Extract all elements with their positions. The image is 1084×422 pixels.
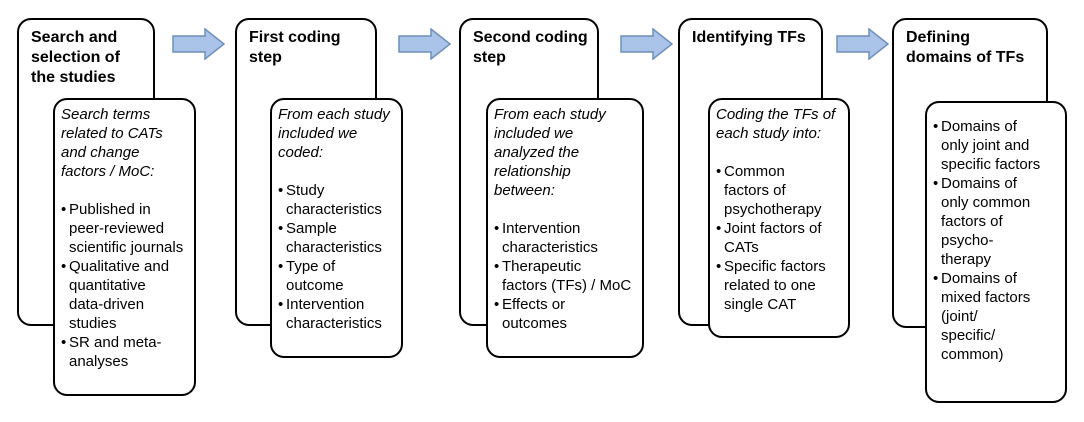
list-item: Intervention characteristics <box>278 295 395 333</box>
arrow-right-icon <box>398 28 452 60</box>
list-item: Therapeutic factors (TFs) / MoC <box>494 257 636 295</box>
step-second-coding-details: From each study included we analyzed the… <box>486 98 644 358</box>
list-item: Common factors of psychotherapy <box>716 162 842 219</box>
list-item: Effects or outcomes <box>494 295 636 333</box>
step-defining-domains-details: Domains of only joint and specific facto… <box>925 101 1067 403</box>
step-intro: From each study included we analyzed the… <box>494 106 606 199</box>
list-item: Domains of mixed factors (joint/ specifi… <box>933 269 1059 364</box>
step-title: Search and selection of the studies <box>31 29 120 86</box>
step-title: Second coding step <box>473 29 588 66</box>
list-item: Intervention characteristics <box>494 219 636 257</box>
list-item: Qualitative and quantitative data-driven… <box>61 257 188 333</box>
list-item: Study characteristics <box>278 181 395 219</box>
step-intro: From each study included we coded: <box>278 106 390 161</box>
step-intro: Coding the TFs of each study into: <box>716 106 836 142</box>
tf-category-list: Common factors of psychotherapy Joint fa… <box>716 162 842 314</box>
step-title: First coding step <box>249 29 341 66</box>
list-item: Domains of only joint and specific facto… <box>933 117 1059 174</box>
step-intro: Search terms related to CATs and change … <box>61 106 163 180</box>
step-title: Identifying TFs <box>692 29 806 46</box>
arrow-right-icon <box>620 28 674 60</box>
arrow-right-icon <box>836 28 890 60</box>
list-item: Joint factors of CATs <box>716 219 842 257</box>
list-item: Specific factors related to one single C… <box>716 257 842 314</box>
step-identifying-tfs-details: Coding the TFs of each study into: Commo… <box>708 98 850 338</box>
step-title: Defining domains of TFs <box>906 29 1025 66</box>
list-item: Domains of only common factors of psycho… <box>933 174 1059 269</box>
step-first-coding-details: From each study included we coded: Study… <box>270 98 403 358</box>
list-item: Published in peer-reviewed scientific jo… <box>61 200 188 257</box>
list-item: Sample characteristics <box>278 219 395 257</box>
criteria-list: Published in peer-reviewed scientific jo… <box>61 200 188 371</box>
domain-list: Domains of only joint and specific facto… <box>933 117 1059 364</box>
relationship-list: Intervention characteristics Therapeutic… <box>494 219 636 333</box>
arrow-right-icon <box>172 28 226 60</box>
coded-items-list: Study characteristics Sample characteris… <box>278 181 395 333</box>
step-search-selection-details: Search terms related to CATs and change … <box>53 98 196 396</box>
list-item: SR and meta- analyses <box>61 333 188 371</box>
list-item: Type of outcome <box>278 257 395 295</box>
